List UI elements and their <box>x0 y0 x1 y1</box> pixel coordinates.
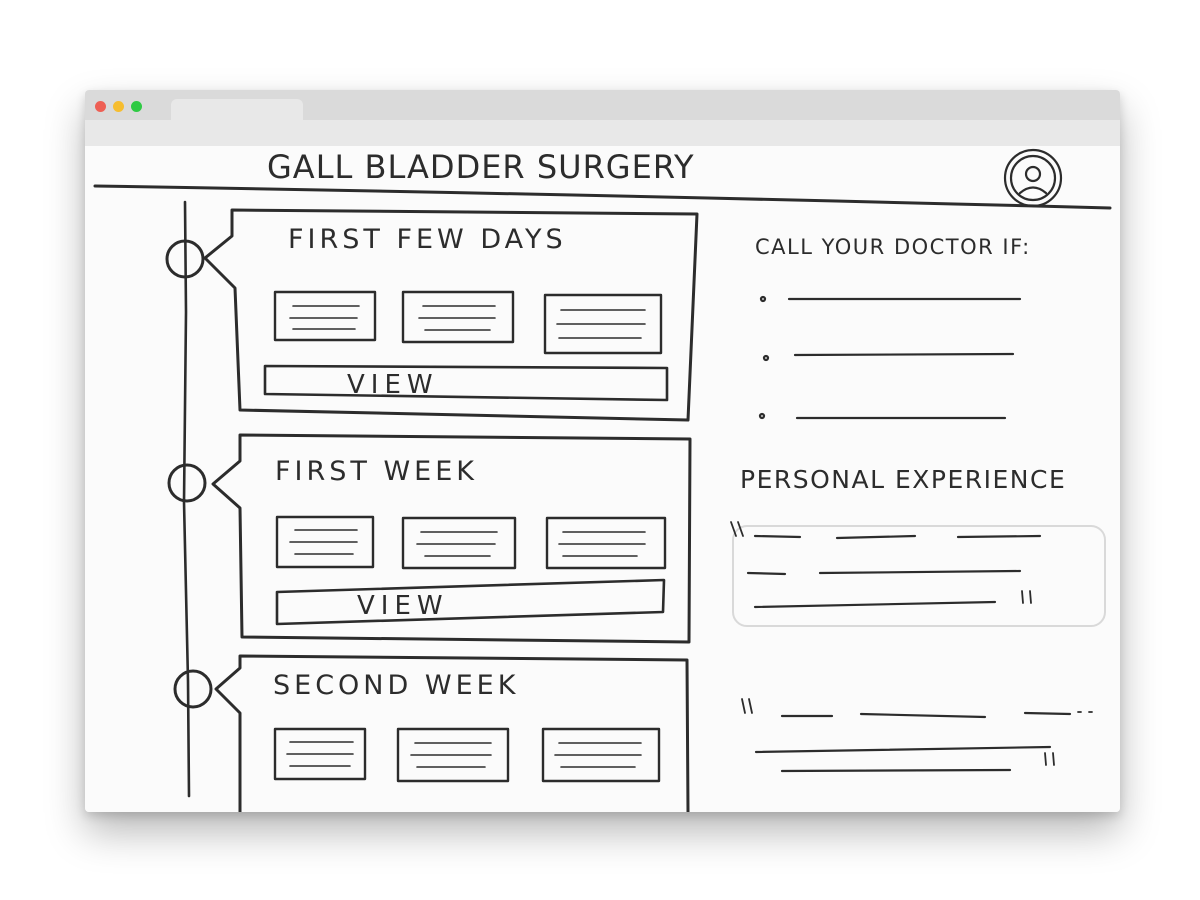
address-bar-area <box>85 120 1120 146</box>
content-tile[interactable] <box>543 293 663 355</box>
card-title: FIRST WEEK <box>275 456 478 487</box>
call-doctor-list <box>758 295 1022 420</box>
card-title: FIRST FEW DAYS <box>288 224 567 255</box>
content-tile[interactable] <box>401 290 515 344</box>
view-button-label: VIEW <box>347 370 439 400</box>
browser-window: GALL BLADDER SURGERY FIRST FEW DAYS <box>85 90 1120 812</box>
profile-icon[interactable] <box>1003 148 1063 208</box>
view-button-label: VIEW <box>357 591 449 621</box>
page-title: GALL BLADDER SURGERY <box>267 148 695 186</box>
content-tile[interactable] <box>273 290 377 342</box>
view-button[interactable]: VIEW <box>275 578 666 626</box>
testimonial-quote <box>741 698 1093 773</box>
content-tile[interactable] <box>541 727 661 783</box>
view-button[interactable]: VIEW <box>263 364 669 402</box>
timeline-node-3[interactable] <box>173 669 213 709</box>
timeline-node-1[interactable] <box>165 239 205 279</box>
quote-mark <box>1044 752 1055 766</box>
header-divider <box>93 184 1112 210</box>
browser-chrome <box>85 90 1120 146</box>
testimonial-card[interactable] <box>730 521 1106 627</box>
timeline-node-2[interactable] <box>167 463 207 503</box>
personal-experience-heading: PERSONAL EXPERIENCE <box>740 465 1066 494</box>
list-bullet <box>758 412 766 420</box>
wireframe-sketch: GALL BLADDER SURGERY FIRST FEW DAYS <box>85 146 1120 812</box>
list-bullet <box>759 295 767 303</box>
timeline-card-first-week: FIRST WEEK VIEW <box>211 433 692 644</box>
card-title: SECOND WEEK <box>273 670 519 701</box>
list-item-line <box>793 352 1015 357</box>
content-tile[interactable] <box>396 727 510 783</box>
timeline-card-second-week: SECOND WEEK <box>214 654 690 812</box>
browser-tab[interactable] <box>171 99 303 120</box>
content-tile[interactable] <box>273 727 367 781</box>
content-tile[interactable] <box>545 516 667 570</box>
content-tile[interactable] <box>275 515 375 569</box>
quote-mark <box>730 521 744 537</box>
call-doctor-heading: CALL YOUR DOCTOR IF: <box>755 235 1031 259</box>
timeline-card-first-few-days: FIRST FEW DAYS VIEW <box>203 208 699 422</box>
quote-mark <box>1021 590 1032 604</box>
maximize-dot[interactable] <box>131 101 142 112</box>
list-bullet <box>762 354 770 362</box>
close-dot[interactable] <box>95 101 106 112</box>
content-tile[interactable] <box>401 516 517 570</box>
quote-mark <box>741 698 753 714</box>
minimize-dot[interactable] <box>113 101 124 112</box>
